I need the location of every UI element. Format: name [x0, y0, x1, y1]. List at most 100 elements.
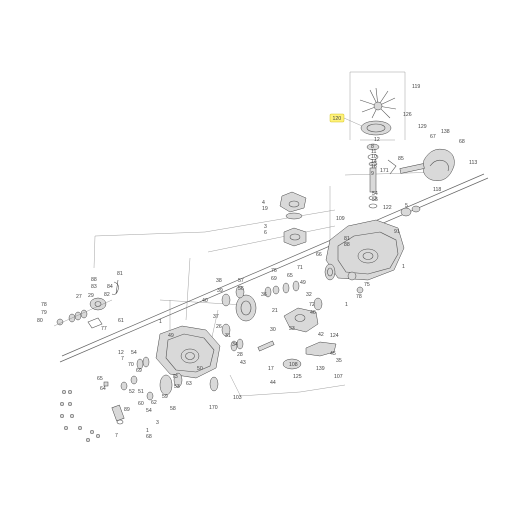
part-number-label: 77	[101, 326, 107, 332]
part-number-label: 69	[271, 276, 277, 282]
part-number-label: 89	[124, 407, 130, 413]
fan-assembly	[359, 87, 397, 209]
part-number-label: 71	[297, 265, 303, 271]
part-number-label: 12	[374, 137, 380, 143]
part-number-label: 32	[306, 292, 312, 298]
center-bearing-stack	[279, 191, 307, 247]
part-number-label: 49	[168, 333, 174, 339]
part-number-label: 88	[344, 242, 350, 248]
part-number-label: 3	[156, 420, 159, 426]
part-number-label: 49	[300, 280, 306, 286]
center-gears	[221, 280, 337, 370]
part-number-label: 31	[225, 333, 231, 339]
part-number-label: 63	[186, 381, 192, 387]
part-number-label: 11	[371, 149, 376, 155]
part-number-label: 1	[159, 319, 162, 325]
part-number-label: 21	[272, 308, 278, 314]
part-number-label: 30	[270, 327, 276, 333]
part-number-label: 7	[121, 356, 124, 362]
part-number-label: 76	[271, 268, 277, 274]
part-number-label: 81	[117, 271, 123, 277]
highlight-label: 120	[333, 116, 342, 122]
part-number-label: 91	[394, 229, 400, 235]
part-number-label: 65	[97, 376, 103, 382]
part-number-label: 171	[380, 168, 389, 174]
part-number-label: 68	[459, 139, 465, 145]
part-number-label: 40	[202, 298, 208, 304]
part-number-label: 54	[146, 408, 152, 414]
part-number-label: 4	[262, 200, 265, 206]
part-number-label: 57	[238, 278, 244, 284]
part-number-label: 79	[41, 310, 47, 316]
part-number-label: 3	[264, 224, 267, 230]
part-number-label: 67	[430, 134, 436, 140]
part-number-label: 29	[88, 293, 94, 299]
part-number-label: 103	[233, 395, 242, 401]
part-number-label: 10	[371, 154, 377, 160]
part-number-label: 26	[216, 324, 222, 330]
highlight-callout: 120	[329, 113, 363, 127]
part-number-label: 113	[469, 160, 477, 166]
part-number-label: 37	[213, 314, 219, 320]
part-number-label: 66	[316, 252, 322, 258]
part-number-label: 69	[136, 368, 142, 374]
part-number-label: 38	[216, 278, 222, 284]
filter-cover	[387, 148, 455, 181]
left-linkage	[53, 279, 119, 329]
part-number-label: 129	[418, 124, 427, 130]
part-number-label: 55	[372, 197, 378, 203]
part-number-label: 54	[131, 350, 137, 356]
part-number-label: 44	[270, 380, 276, 386]
part-number-label: 6	[264, 230, 267, 236]
part-number-label: 36	[261, 292, 267, 298]
left-shaft-parts	[103, 356, 154, 425]
part-number-label: 81	[344, 236, 350, 242]
part-number-label: 80	[37, 318, 43, 324]
part-number-label: 19	[262, 206, 268, 212]
part-number-label: 58	[170, 406, 176, 412]
part-number-label: 61	[118, 318, 124, 324]
part-number-label: 72	[309, 302, 315, 308]
part-number-label: 1	[345, 302, 348, 308]
part-number-label: 56	[238, 286, 244, 292]
part-number-label: 109	[336, 216, 345, 222]
part-number-label: 9	[371, 171, 374, 177]
part-number-label: 65	[287, 273, 293, 279]
part-number-label: 139	[316, 366, 325, 372]
part-number-label: 45	[330, 351, 336, 357]
part-number-label: 78	[356, 294, 362, 300]
part-number-label: 83	[91, 284, 97, 290]
part-number-label: 124	[330, 333, 339, 339]
part-number-label: 50	[197, 366, 203, 372]
part-number-label: 85	[398, 156, 404, 162]
part-number-label: 126	[403, 112, 412, 118]
part-number-label: 16	[371, 164, 377, 170]
part-number-label: 122	[383, 205, 392, 211]
part-number-label: 73	[172, 374, 178, 380]
part-number-label: 27	[76, 294, 82, 300]
part-number-label: 42	[318, 332, 324, 338]
bolts-column	[59, 389, 101, 443]
part-number-label: 84	[107, 284, 113, 290]
part-number-label: 59	[162, 394, 168, 400]
axle-lines	[59, 71, 489, 397]
part-number-label: 28	[237, 352, 243, 358]
part-number-label: 17	[268, 366, 274, 372]
part-number-label: 170	[209, 405, 218, 411]
part-number-label: 108	[289, 362, 298, 368]
part-number-label: 39	[217, 288, 223, 294]
part-number-label: 60	[138, 401, 144, 407]
part-number-label: 53	[174, 384, 180, 390]
part-number-label: 8	[371, 144, 374, 150]
part-number-label: 125	[293, 374, 302, 380]
part-number-label: 7	[115, 433, 118, 439]
part-number-label: 46	[310, 310, 316, 316]
lower-housing	[155, 325, 221, 396]
part-number-label: 68	[146, 434, 152, 440]
part-number-label: 43	[240, 360, 246, 366]
part-number-label: 54	[372, 191, 378, 197]
part-number-label: 33	[289, 326, 295, 332]
part-number-label: 82	[104, 292, 110, 298]
